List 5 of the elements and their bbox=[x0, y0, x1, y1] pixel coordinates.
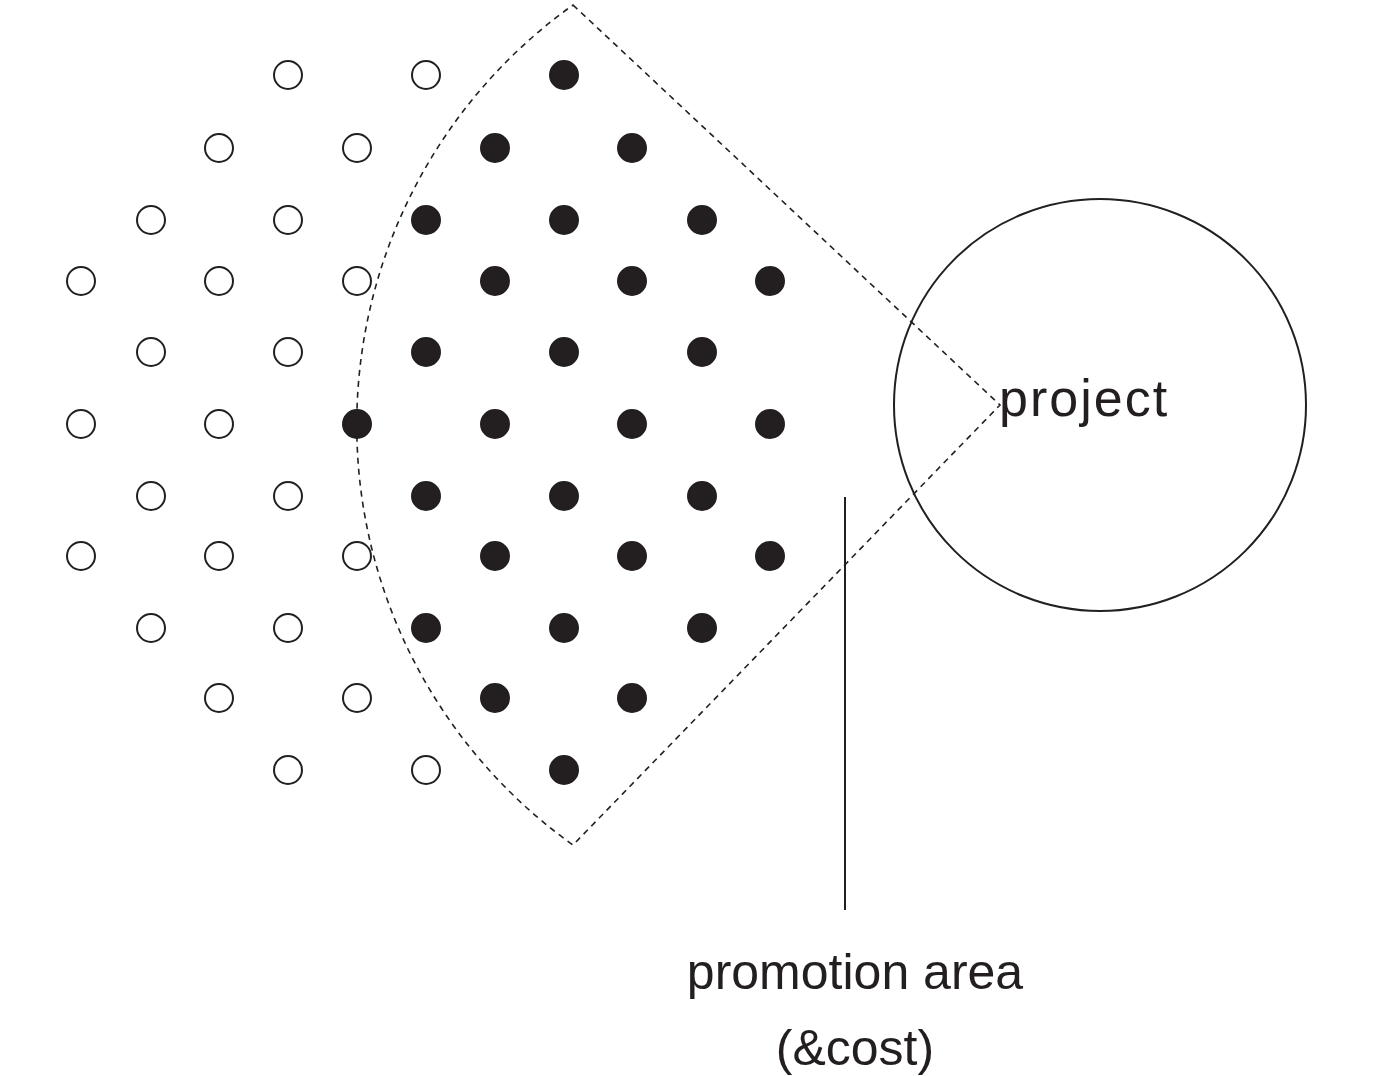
leader-line bbox=[844, 496, 846, 911]
area-label: promotion area (&cost) bbox=[685, 943, 1025, 1076]
node-label: project bbox=[999, 368, 1170, 428]
dashed-sector-area bbox=[355, 3, 1003, 848]
project-circle bbox=[893, 198, 1307, 612]
